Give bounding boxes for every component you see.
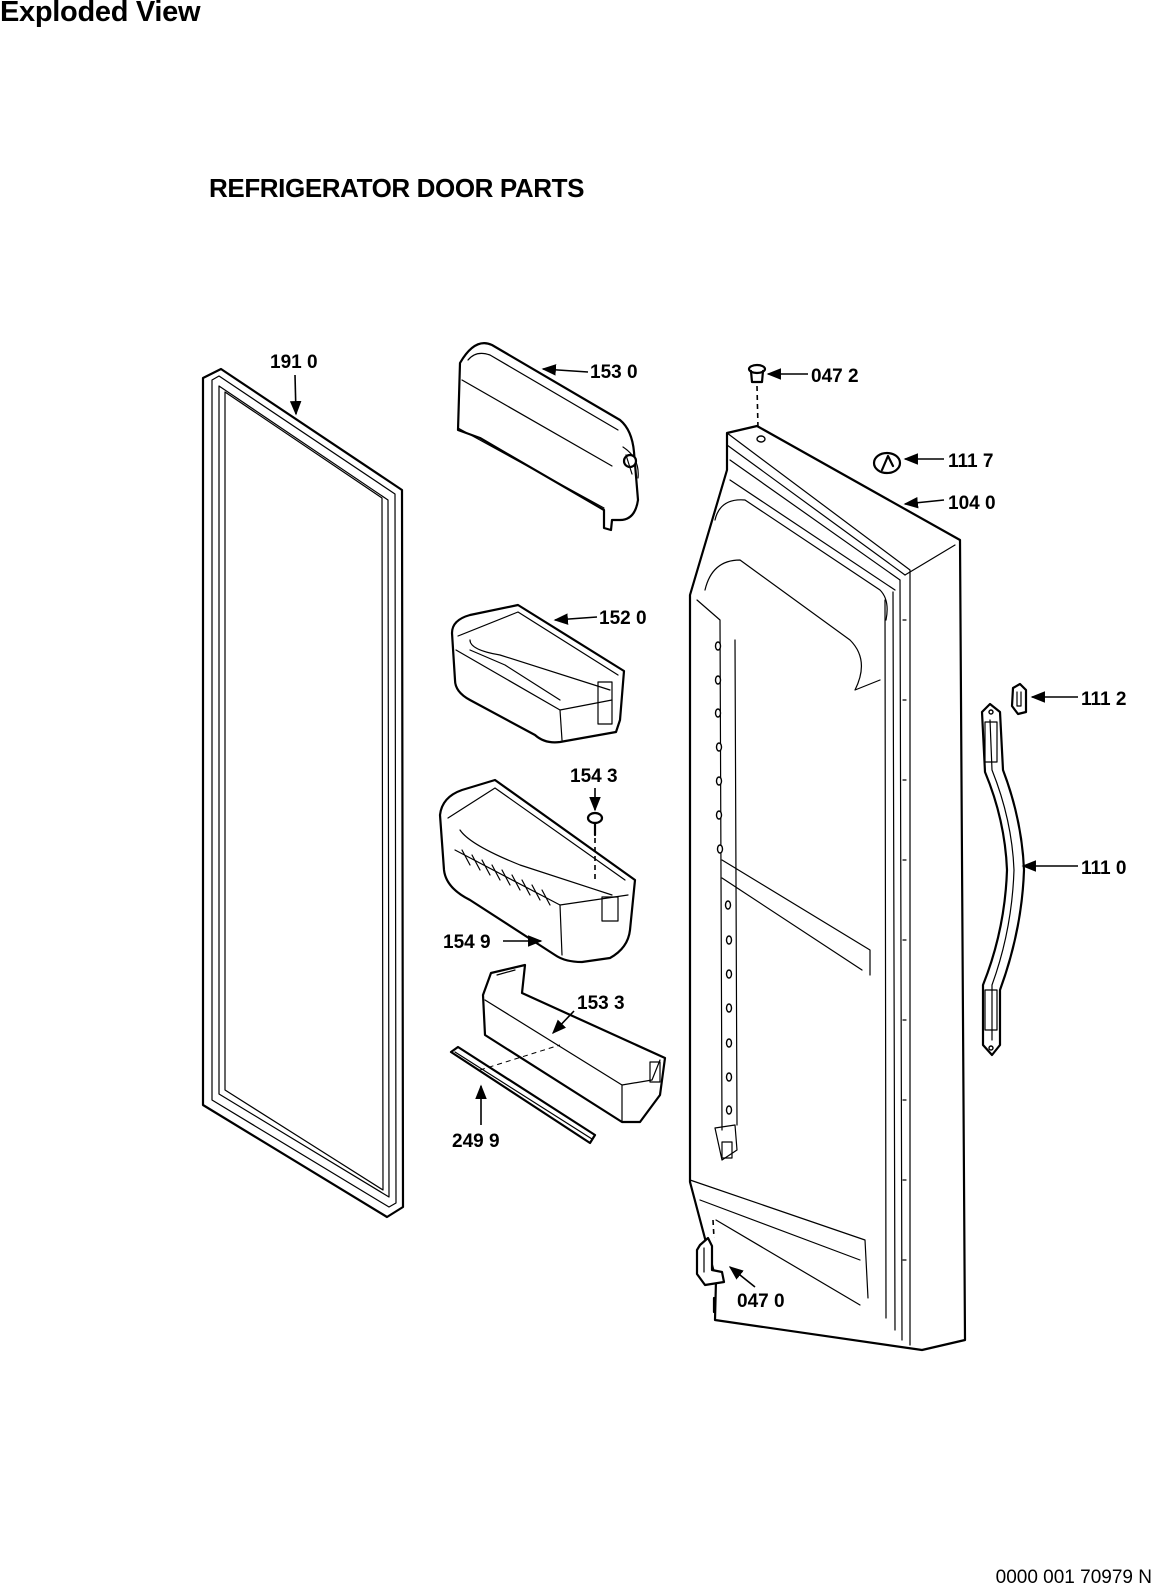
dairy-door-part[interactable]	[456, 342, 640, 532]
label-154-9: 154 9	[443, 932, 491, 953]
plug-button-part[interactable]	[872, 451, 902, 475]
label-153-0: 153 0	[590, 362, 638, 383]
page-title: Exploded View	[0, 0, 201, 28]
document-number: 0000 001 70979 N	[995, 1567, 1152, 1588]
shelf-rail-part[interactable]	[481, 963, 667, 1124]
part-labels: 191 0 153 0 047 2 111 7 104 0 152 0 154 …	[270, 352, 1126, 1312]
label-111-7: 111 7	[948, 451, 993, 472]
door-assembly-part[interactable]	[688, 424, 967, 1352]
label-153-3: 153 3	[577, 993, 625, 1014]
label-152-0: 152 0	[599, 608, 647, 629]
label-111-2: 111 2	[1081, 689, 1126, 710]
upper-bin-part[interactable]	[450, 603, 626, 744]
lower-bin-part[interactable]	[438, 778, 637, 964]
leader-153-0	[541, 364, 589, 376]
label-111-0: 111 0	[1081, 858, 1126, 879]
handle-clip-part[interactable]	[1010, 682, 1028, 716]
trim-strip-part[interactable]	[449, 1044, 597, 1145]
bottom-hinge-part[interactable]	[695, 1219, 726, 1314]
door-gasket-part[interactable]	[201, 367, 405, 1219]
label-191-0: 191 0	[270, 352, 318, 373]
label-249-9: 249 9	[452, 1131, 500, 1152]
leader-047-0	[728, 1266, 756, 1288]
leader-152-0	[553, 613, 598, 625]
leader-104-0	[903, 496, 945, 509]
label-047-2: 047 2	[811, 366, 859, 387]
screw-part[interactable]	[586, 811, 604, 880]
leader-191-0	[289, 374, 302, 416]
top-hinge-pin-part[interactable]	[747, 363, 767, 429]
door-handle-part[interactable]	[980, 702, 1026, 1057]
label-104-0: 104 0	[948, 493, 996, 514]
diagram-title: REFRIGERATOR DOOR PARTS	[209, 173, 585, 203]
leader-lines	[289, 364, 1078, 1288]
leader-153-3	[552, 1010, 575, 1035]
label-154-3: 154 3	[570, 766, 618, 787]
label-047-0: 047 0	[737, 1291, 785, 1312]
